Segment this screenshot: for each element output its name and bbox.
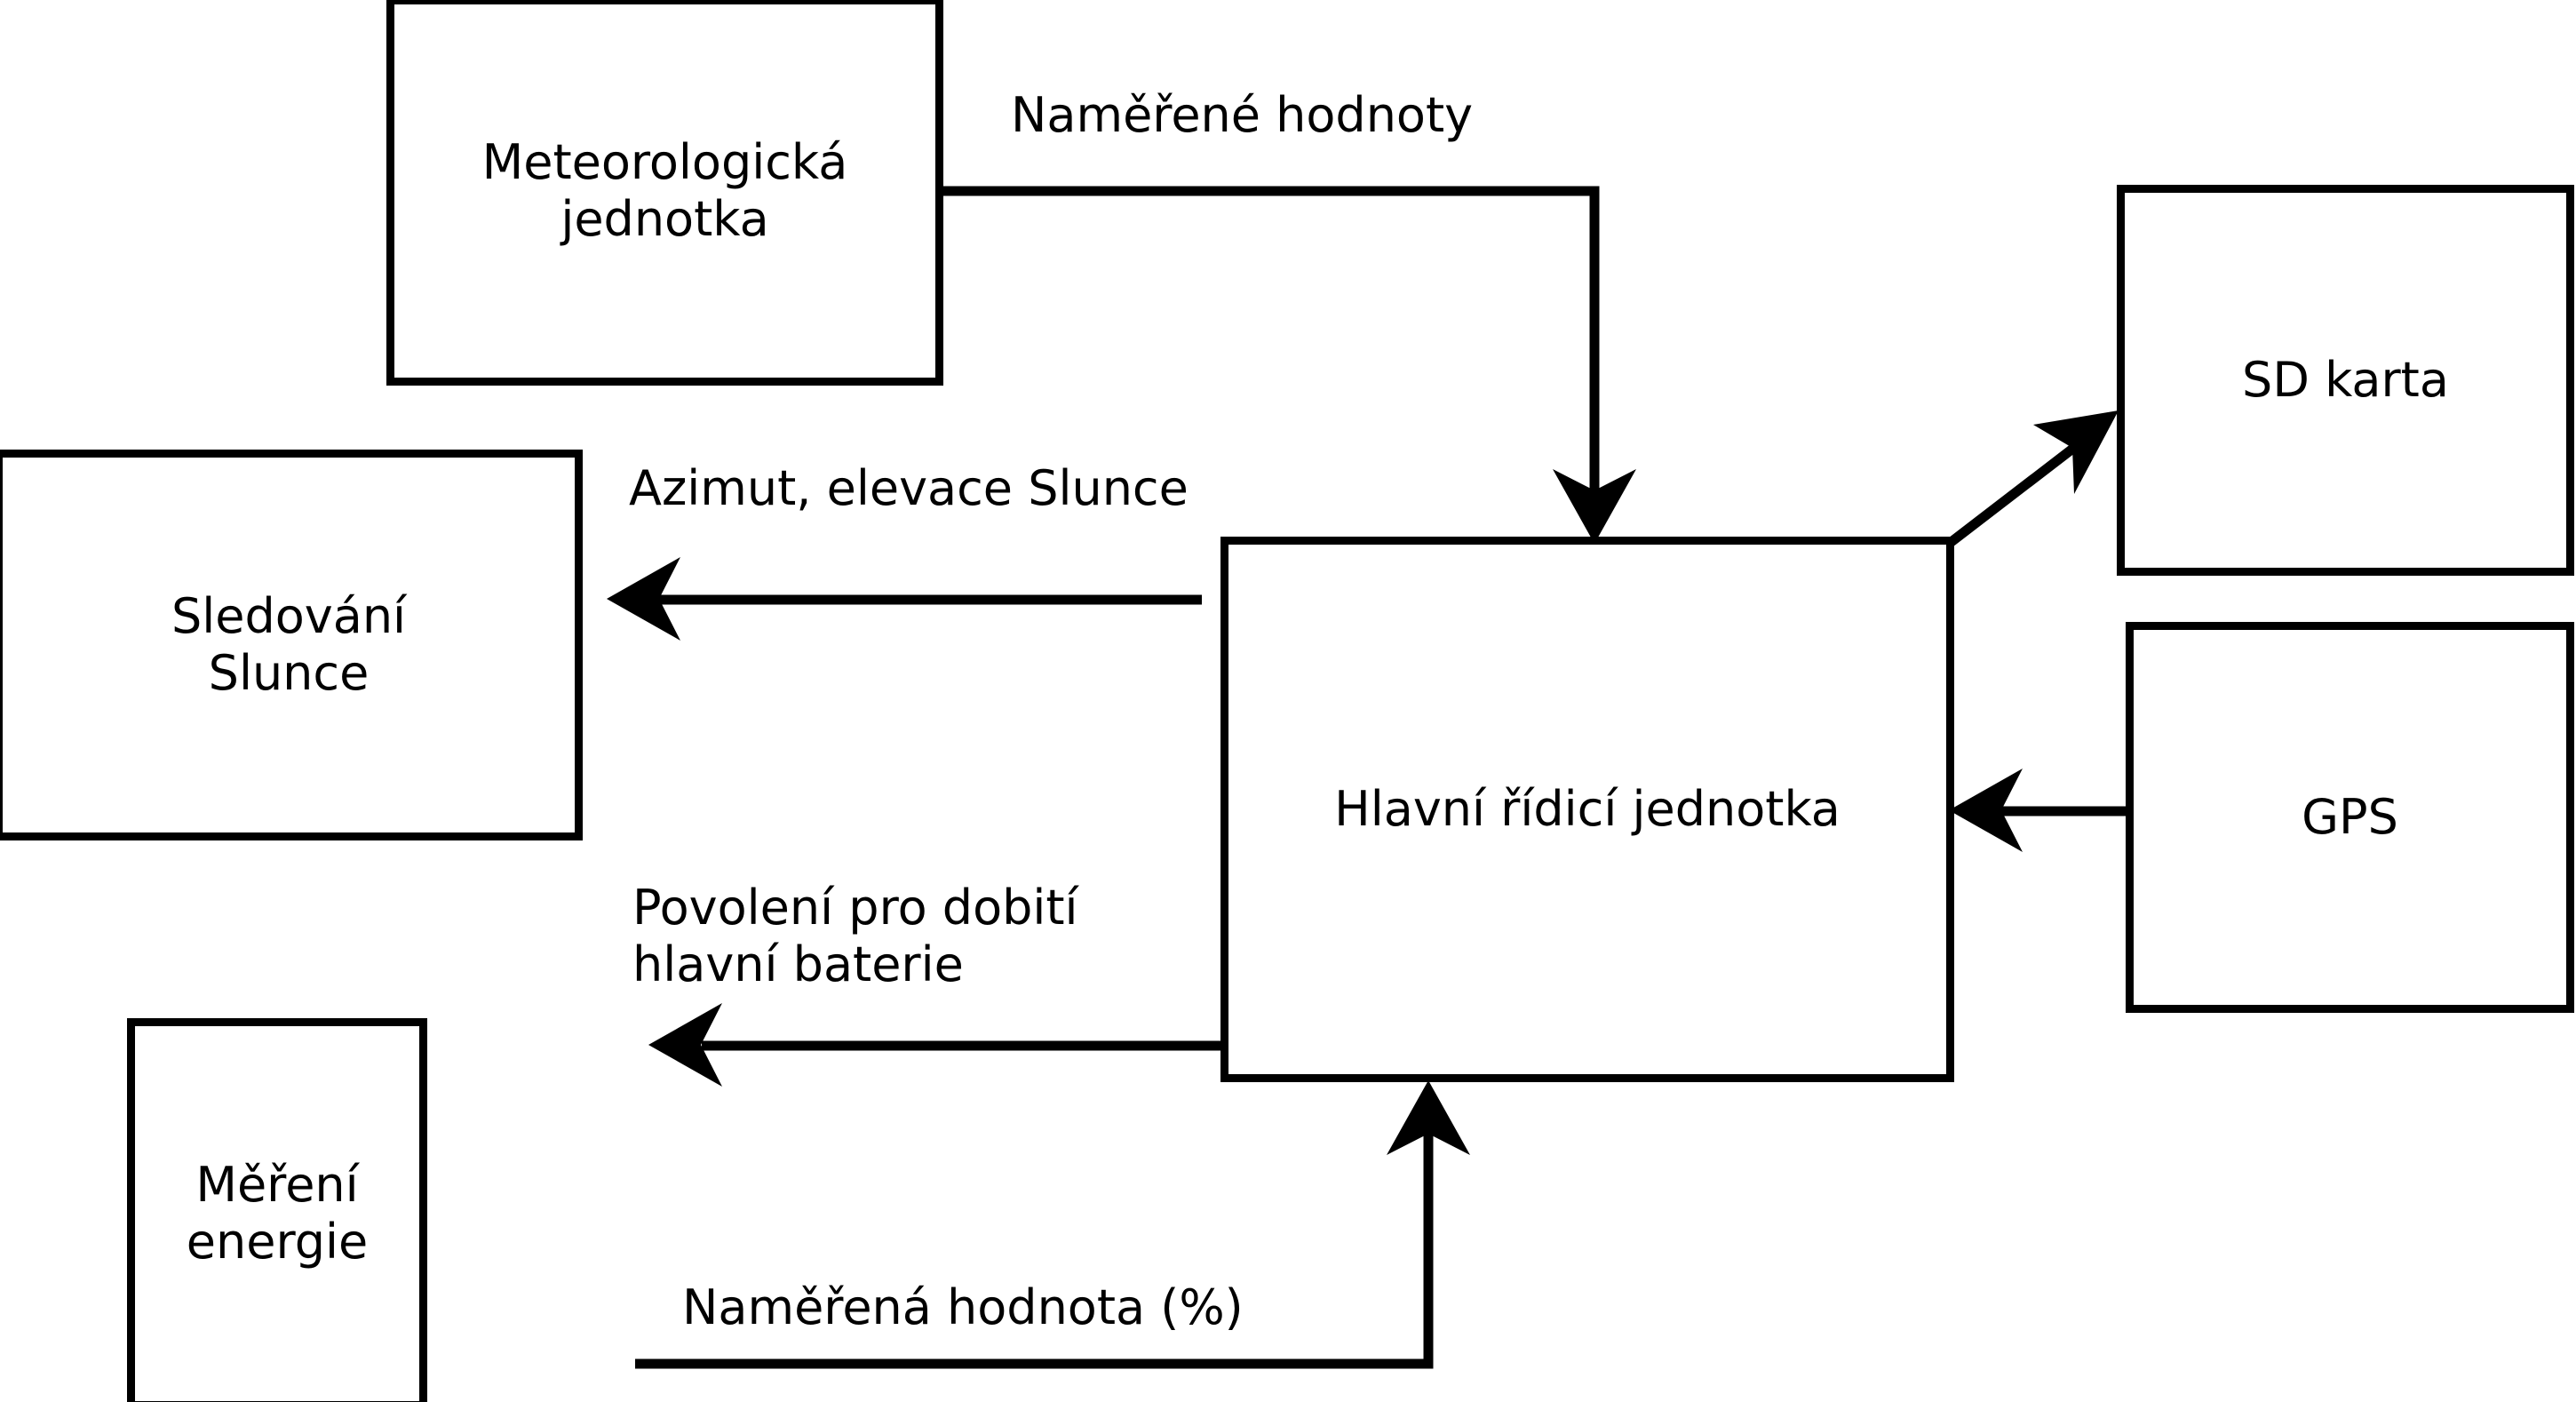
edge-label-povoleni-pro-dobiti-hlavni-baterie: Povolení pro dobití hlavní baterie [632, 880, 1078, 992]
node-gps[interactable]: GPS [2126, 622, 2574, 1013]
node-label-sledovani-slunce: Sledování Slunce [171, 588, 407, 701]
arrow-meteo-to-main [943, 186, 1636, 544]
arrow-gps-to-main [1949, 769, 2126, 852]
node-label-gps: GPS [2302, 789, 2398, 846]
node-meteorologicka-jednotka[interactable]: Meteorologická jednotka [386, 0, 943, 386]
edge-label-namerena-hodnota-procenta: Naměřená hodnota (%) [682, 1279, 1244, 1335]
arrow-energy-to-main [635, 1080, 1470, 1369]
edge-label-namerene-hodnoty: Naměřené hodnoty [1011, 87, 1474, 143]
edge-label-azimut-elevace-slunce: Azimut, elevace Slunce [629, 460, 1189, 516]
node-label-hlavni-ridici-jednotka: Hlavní řídicí jednotka [1334, 781, 1841, 838]
node-label-meteorologicka-jednotka: Meteorologická jednotka [481, 134, 848, 247]
node-sd-karta[interactable]: SD karta [2117, 185, 2574, 576]
node-hlavni-ridici-jednotka[interactable]: Hlavní řídicí jednotka [1220, 537, 1954, 1082]
arrow-main-to-energy [648, 1003, 1220, 1087]
node-label-mereni-energie: Měření energie [186, 1157, 369, 1270]
node-mereni-energie[interactable]: Měření energie [127, 1018, 427, 1402]
node-label-sd-karta: SD karta [2242, 352, 2449, 409]
arrow-main-to-sdcard [1945, 410, 2119, 548]
node-sledovani-slunce[interactable]: Sledování Slunce [0, 450, 583, 840]
arrow-main-to-tracking [607, 557, 1202, 641]
